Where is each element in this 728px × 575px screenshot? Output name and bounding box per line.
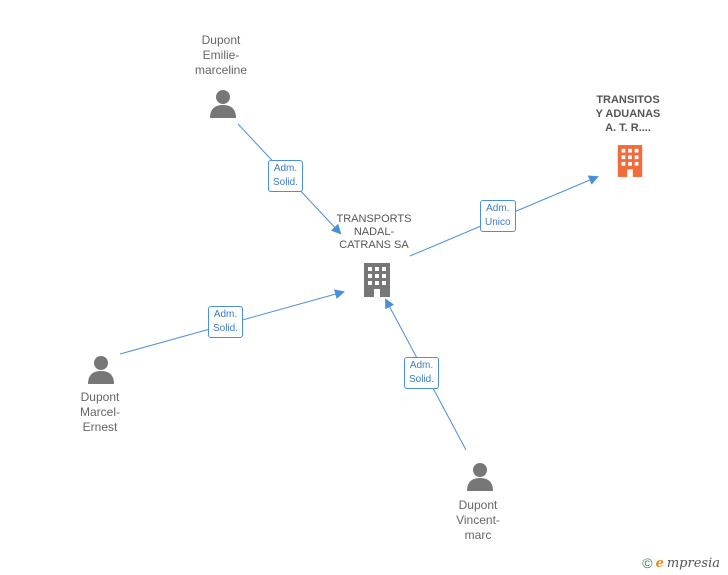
person-icon[interactable]: [465, 461, 495, 491]
brand-name: mpresia: [666, 555, 720, 571]
brand-initial: e: [655, 555, 664, 571]
company-label-transports[interactable]: TRANSPORTS NADAL- CATRANS SA: [336, 213, 412, 251]
person-label-vincent[interactable]: Dupont Vincent- marc: [456, 498, 500, 542]
edge-label-transitos: Adm. Unico: [480, 200, 516, 232]
company-label-transitos[interactable]: TRANSITOS Y ADUANAS A. T. R....: [595, 94, 661, 134]
person-icon[interactable]: [86, 354, 116, 384]
person-icon[interactable]: [208, 88, 238, 118]
building-icon-highlighted[interactable]: [615, 144, 645, 178]
person-label-emilie[interactable]: Dupont Emilie- marceline: [194, 33, 248, 77]
edge-label-vincent: Adm. Solid.: [404, 357, 440, 389]
copyright-symbol: ©: [642, 555, 653, 571]
edge-label-marcel: Adm. Solid.: [208, 306, 244, 338]
person-label-marcel[interactable]: Dupont Marcel- Ernest: [79, 390, 120, 434]
building-icon[interactable]: [361, 263, 393, 297]
edge-label-emilie: Adm. Solid.: [268, 160, 304, 192]
